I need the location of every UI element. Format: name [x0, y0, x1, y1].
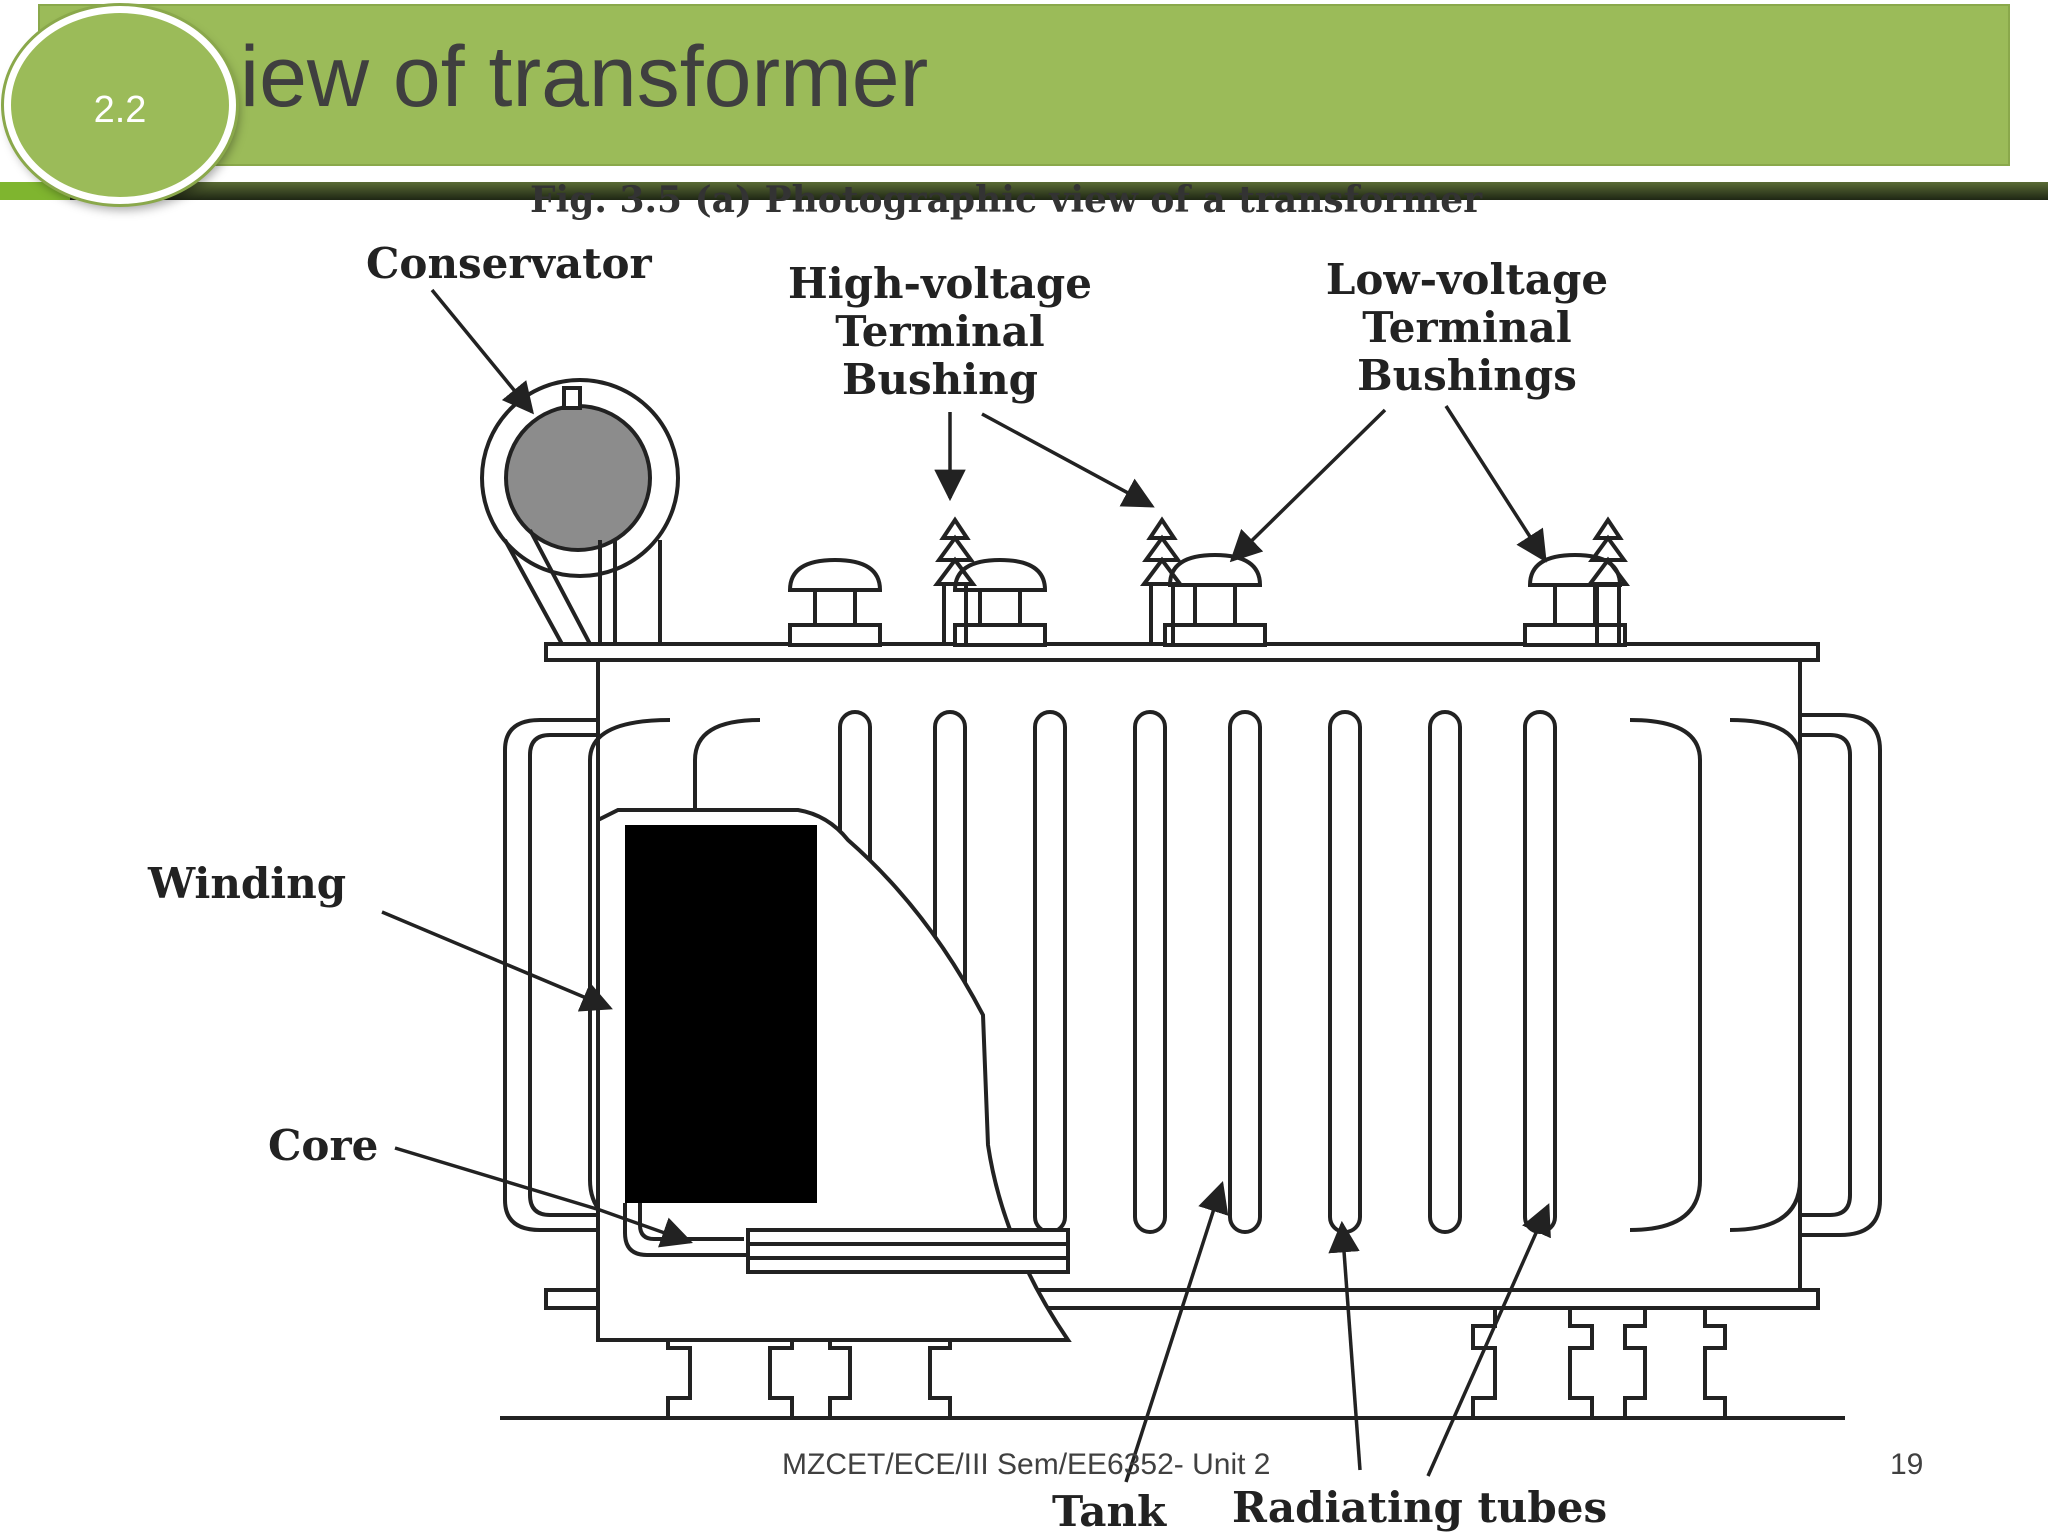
hv-bushing-2 [1140, 516, 1184, 644]
label-hv-line2: Terminal [835, 307, 1044, 356]
arrow-lv-2 [1444, 405, 1547, 563]
arrow-hv-2 [981, 412, 1155, 508]
radiator-tube-right-2 [1729, 718, 1802, 1232]
conservator-valve [562, 386, 582, 410]
radiator-tube-7 [1428, 710, 1462, 1234]
lv-bushing-4 [1523, 552, 1627, 647]
winding-block [625, 825, 817, 1203]
foot-4 [1623, 1308, 1727, 1418]
hv-bushing-3 [1586, 516, 1630, 644]
conservator-pipe [503, 529, 662, 645]
label-lv-line2: Terminal [1362, 303, 1571, 352]
hv-bushing-1 [933, 516, 977, 644]
label-radiating-tubes: Radiating tubes [1232, 1483, 1607, 1532]
conservator-inner [504, 404, 652, 552]
arrow-radiating-2 [1426, 1203, 1551, 1477]
title-bar-accent [0, 182, 70, 200]
label-tank: Tank [1052, 1487, 1167, 1536]
title-bar [38, 4, 2010, 166]
label-lv-line3: Bushings [1357, 351, 1577, 400]
arrow-radiating-1 [1328, 1220, 1362, 1471]
foot-3 [1471, 1308, 1594, 1418]
radiator-tube-right-1 [1629, 718, 1702, 1232]
radiator-tube-left-1 [503, 718, 600, 1232]
core-plate-2 [746, 1242, 1070, 1260]
radiator-tube-right-4 [1800, 733, 1852, 1217]
radiator-tube-right-3 [1800, 713, 1882, 1237]
core-plate-3 [746, 1256, 1070, 1274]
title-bar-shadow [0, 182, 2048, 200]
label-winding: Winding [147, 859, 346, 908]
arrow-winding [381, 910, 613, 1012]
footer-course: MZCET/ECE/III Sem/EE6352- Unit 2 [782, 1448, 1271, 1481]
figure-caption: Fig. 3.5 (a) Photographic view of a tran… [530, 179, 1483, 221]
slide-title: iew of transformer [240, 29, 929, 125]
label-conservator: Conservator [366, 239, 653, 288]
label-hv-line3: Bushing [842, 355, 1038, 404]
slide-number: 19 [1890, 1448, 1924, 1481]
label-core: Core [268, 1121, 378, 1170]
arrow-lv-1 [1229, 408, 1387, 563]
arrow-core [394, 1146, 693, 1248]
section-number: 2.2 [93, 89, 147, 131]
radiator-tube-left-4 [693, 718, 761, 840]
lv-bushing-3 [1163, 552, 1267, 647]
arrow-conservator [430, 288, 534, 415]
section-badge: 2.2 [4, 6, 236, 204]
core-plate-1 [746, 1228, 1070, 1246]
lv-bushing-1 [787, 557, 883, 647]
lv-bushing-2 [952, 557, 1048, 647]
radiator-tube-4 [1133, 710, 1167, 1234]
radiator-tube-5 [1228, 710, 1262, 1234]
label-hv-line1: High-voltage [788, 259, 1092, 308]
label-lv-line1: Low-voltage [1326, 255, 1608, 304]
arrow-tank [1124, 1181, 1229, 1483]
